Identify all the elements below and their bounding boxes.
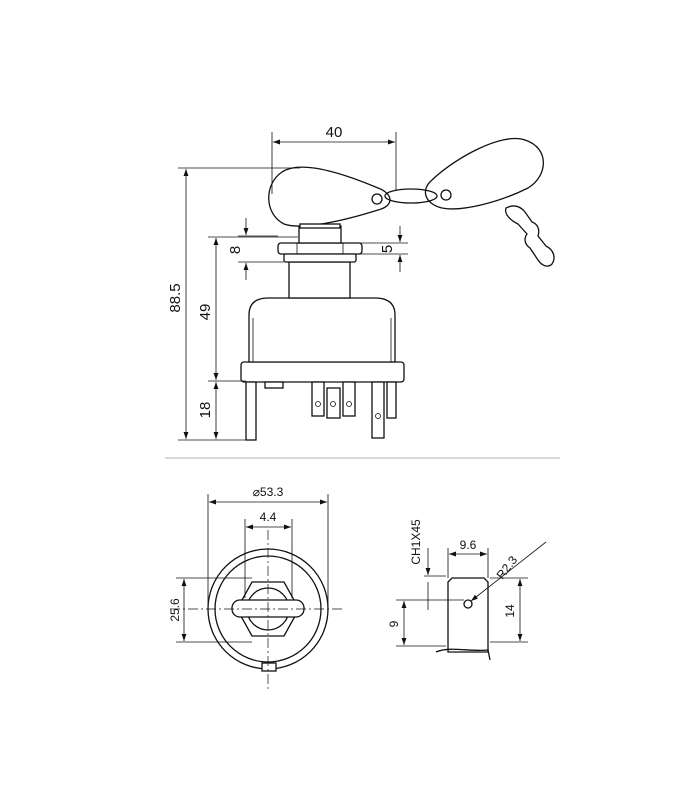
dim-label-terminal-width: 9.6	[460, 538, 477, 552]
body-neck	[288, 261, 351, 299]
dim-hole-offset: 9	[387, 599, 464, 647]
dim-mount-height: 25.6	[168, 577, 252, 643]
key-ring-hole	[440, 189, 452, 201]
terminal-tab	[264, 381, 284, 389]
dim-label-key-width: 40	[326, 124, 343, 141]
key-head-loose	[424, 137, 544, 210]
dim-diameter: ⌀53.3	[207, 485, 329, 606]
dim-label-chamfer: CH1X45	[409, 519, 423, 565]
nut	[277, 242, 363, 255]
dim-chamfer: CH1X45	[409, 519, 446, 610]
terminal-blade	[342, 381, 356, 417]
dim-label-nut-height: 8	[227, 246, 244, 254]
dim-label-diameter: ⌀53.3	[253, 485, 284, 499]
dim-overall-height: 88.5	[167, 167, 300, 441]
side-view: 40 88.5 49 18 8	[167, 124, 555, 441]
terminal-right	[371, 381, 385, 439]
dim-label-terminal-length: 14	[503, 604, 517, 618]
dim-terminal-width: 9.6	[447, 538, 489, 578]
terminal-break-line	[435, 648, 491, 661]
index-notch	[261, 662, 277, 672]
washer	[283, 253, 357, 263]
terminal-blade-detail	[447, 577, 489, 653]
dim-label-radius: R2.3	[494, 553, 521, 582]
terminal-left	[245, 381, 257, 441]
dim-label-terminal-height: 18	[197, 402, 214, 419]
switch-body	[248, 297, 396, 363]
dim-terminal-height: 18	[197, 382, 219, 439]
base-flange	[240, 361, 405, 383]
terminal-blade	[311, 381, 325, 417]
key-head-inserted	[268, 166, 391, 227]
dim-label-slot-width: 4.4	[260, 510, 277, 524]
front-view: ⌀53.3 4.4 25.6	[168, 485, 345, 690]
dim-label-body-height: 49	[197, 304, 214, 321]
terminal-hole	[463, 599, 473, 609]
dim-washer-height: 5	[356, 226, 408, 272]
key-ring-hole	[371, 193, 383, 205]
key-ring	[384, 188, 438, 204]
key-shank	[299, 223, 341, 229]
terminal-detail: 9.6 CH1X45 R2.3 14 9	[387, 519, 547, 661]
key-blade	[504, 205, 555, 267]
dim-slot-width: 4.4	[244, 510, 293, 598]
dim-key-width: 40	[271, 124, 397, 194]
terminals	[245, 381, 397, 441]
dim-body-height: 49	[197, 236, 298, 382]
terminal-far-right	[386, 381, 397, 419]
dim-label-overall-height: 88.5	[167, 283, 184, 312]
dim-terminal-length: 14	[490, 577, 528, 643]
dim-radius: R2.3	[470, 541, 547, 602]
terminal-blade	[326, 387, 341, 419]
dim-nut-height: 8	[227, 218, 284, 280]
dim-label-mount-height: 25.6	[168, 598, 182, 622]
dim-label-hole-offset: 9	[387, 620, 401, 627]
dim-label-washer-height: 5	[379, 245, 396, 253]
